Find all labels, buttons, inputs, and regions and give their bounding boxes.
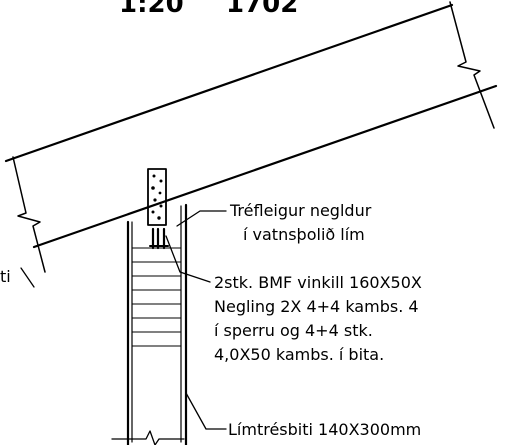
rafter [4,1,498,273]
wedge-label: Tréfleigur negldur [229,201,372,220]
rafter-top-edge [4,3,454,163]
left-label-fragment: ti [0,267,11,286]
wedge-label: í vatnsþolið lím [243,225,365,244]
wedge-leader [176,210,227,227]
rafter-bottom-edge [32,84,498,249]
angle-brackets [149,227,169,250]
glulam-beam [111,203,188,445]
annotations: Tréfleigur negldur í vatnsþolið lím 2stk… [0,201,422,439]
beam-leader [185,392,227,430]
bracket-label: í sperru og 4+4 stk. [214,321,373,340]
rafter-break-line-left [12,156,46,273]
drawing-number: 1702 [226,0,298,19]
bracket-leader [165,235,211,283]
beam-label: Límtrésbiti 140X300mm [228,420,421,439]
scale-label: 1:20 [119,0,184,19]
bracket-label: Negling 2X 4+4 kambs. 4 [214,297,419,316]
leaders [20,210,227,430]
wedge-hatching [151,174,163,220]
left-leader [20,267,35,288]
bracket-label: 4,0X50 kambs. í bita. [214,345,384,364]
timber-wedge [147,168,167,226]
beam-break-line [111,430,185,445]
rafter-break-line-right [449,1,495,129]
wedge-outline [147,168,167,226]
bracket-label: 2stk. BMF vinkill 160X50X [214,273,422,292]
